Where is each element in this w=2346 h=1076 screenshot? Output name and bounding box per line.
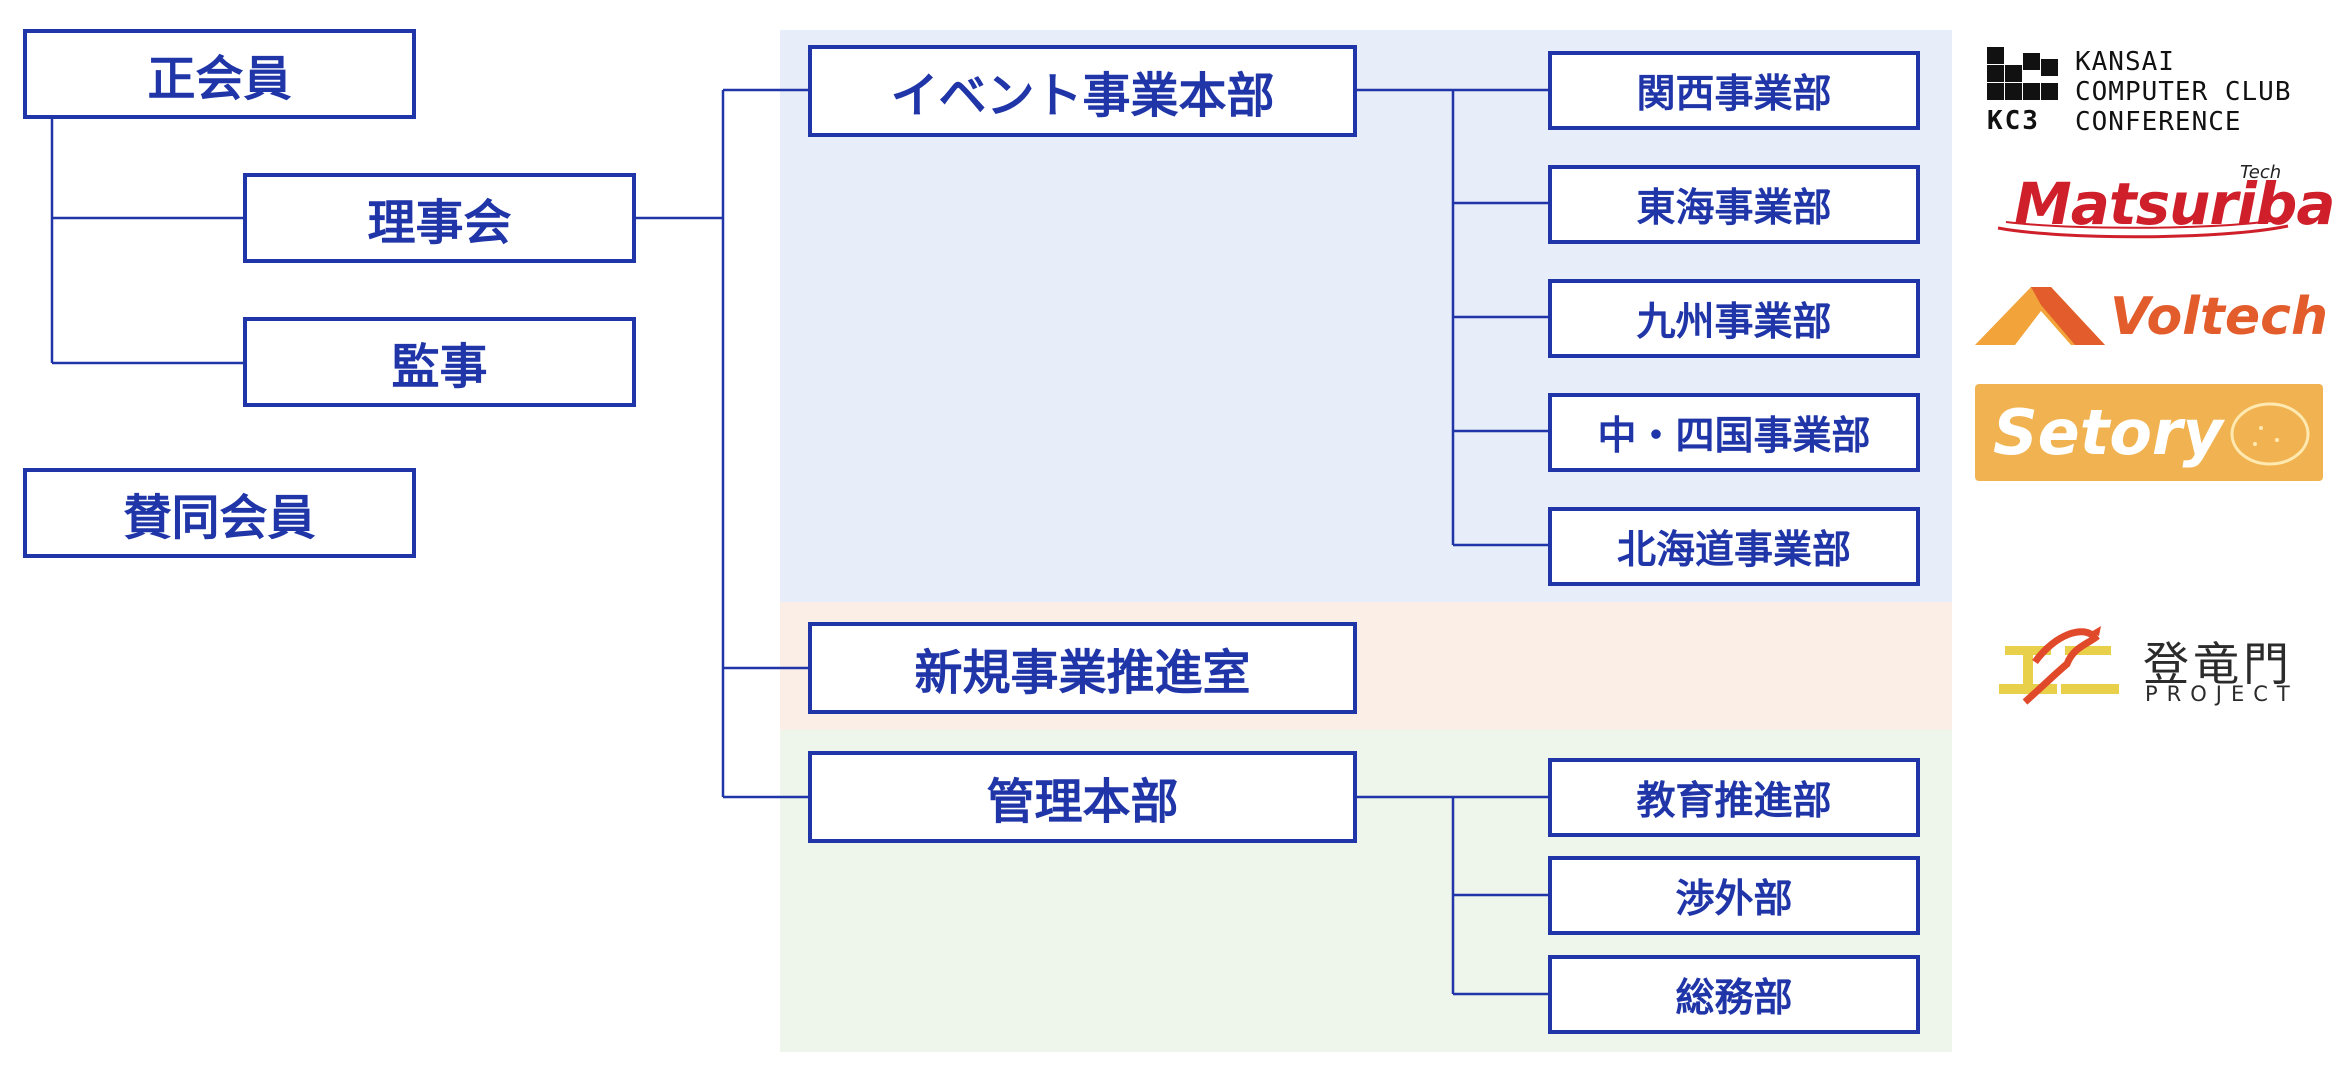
event-division-box: イベント事業本部	[808, 45, 1357, 137]
general-affairs-department-box: 総務部	[1548, 955, 1920, 1034]
department-label: 九州事業部	[1636, 299, 1832, 345]
event-division-label: イベント事業本部	[890, 68, 1275, 124]
kyushu-department-box: 九州事業部	[1548, 279, 1920, 358]
new-business-box: 新規事業推進室	[808, 622, 1357, 714]
department-label: 関西事業部	[1636, 71, 1832, 117]
voltech-wordmark: Voltech	[2110, 287, 2328, 347]
tokai-department-box: 東海事業部	[1548, 165, 1920, 244]
new-business-label: 新規事業推進室	[914, 645, 1251, 701]
department-label: 中・四国事業部	[1597, 413, 1871, 459]
kansai-department-box: 関西事業部	[1548, 51, 1920, 130]
supporting-members-label: 賛同会員	[123, 490, 316, 546]
board-box: 理事会	[243, 173, 636, 263]
kc3-line: KANSAI	[2075, 47, 2175, 77]
kc3-logo: KC3 KANSAI COMPUTER CLUB CONFERENCE	[1985, 45, 2315, 137]
lemon-icon	[2230, 402, 2310, 466]
kc3-line: COMPUTER CLUB	[2075, 77, 2292, 107]
kc3-block-mark: KC3	[1987, 47, 2058, 133]
department-label: 北海道事業部	[1616, 527, 1851, 573]
touryumon-title: 登竜門	[2143, 637, 2293, 691]
dragon-icon	[1999, 626, 2119, 705]
matsuriba-swoosh-icon	[1997, 219, 2289, 239]
external-relations-department-box: 渉外部	[1548, 856, 1920, 935]
chushikoku-department-box: 中・四国事業部	[1548, 393, 1920, 472]
regular-members-box: 正会員	[23, 29, 416, 119]
touryumon-logo: 登竜門 PROJECT	[1995, 622, 2295, 712]
admin-division-label: 管理本部	[986, 774, 1179, 830]
department-label: 渉外部	[1675, 876, 1793, 922]
voltech-logo: Voltech	[1975, 283, 2330, 353]
matsuriba-tech-label: Tech	[2240, 162, 2282, 183]
matsuriba-logo: Matsuriba Tech	[1992, 160, 2336, 240]
auditor-label: 監事	[391, 339, 488, 395]
department-label: 東海事業部	[1636, 185, 1832, 231]
department-label: 教育推進部	[1636, 778, 1832, 824]
admin-division-box: 管理本部	[808, 751, 1357, 843]
setory-wordmark: Setory	[1993, 396, 2223, 469]
touryumon-subtitle: PROJECT	[2145, 682, 2299, 706]
department-label: 総務部	[1675, 975, 1793, 1021]
supporting-members-box: 賛同会員	[23, 468, 416, 558]
auditor-box: 監事	[243, 317, 636, 407]
kc3-line: CONFERENCE	[2075, 107, 2242, 137]
kc3-wordmark: KANSAI COMPUTER CLUB CONFERENCE	[2075, 47, 2292, 137]
board-label: 理事会	[367, 195, 512, 251]
regular-members-label: 正会員	[147, 51, 292, 107]
setory-logo: Setory	[1975, 384, 2323, 481]
hokkaido-department-box: 北海道事業部	[1548, 507, 1920, 586]
education-department-box: 教育推進部	[1548, 758, 1920, 837]
mountain-icon	[1975, 287, 2105, 345]
kc3-mark-text: KC3	[1987, 106, 2040, 133]
